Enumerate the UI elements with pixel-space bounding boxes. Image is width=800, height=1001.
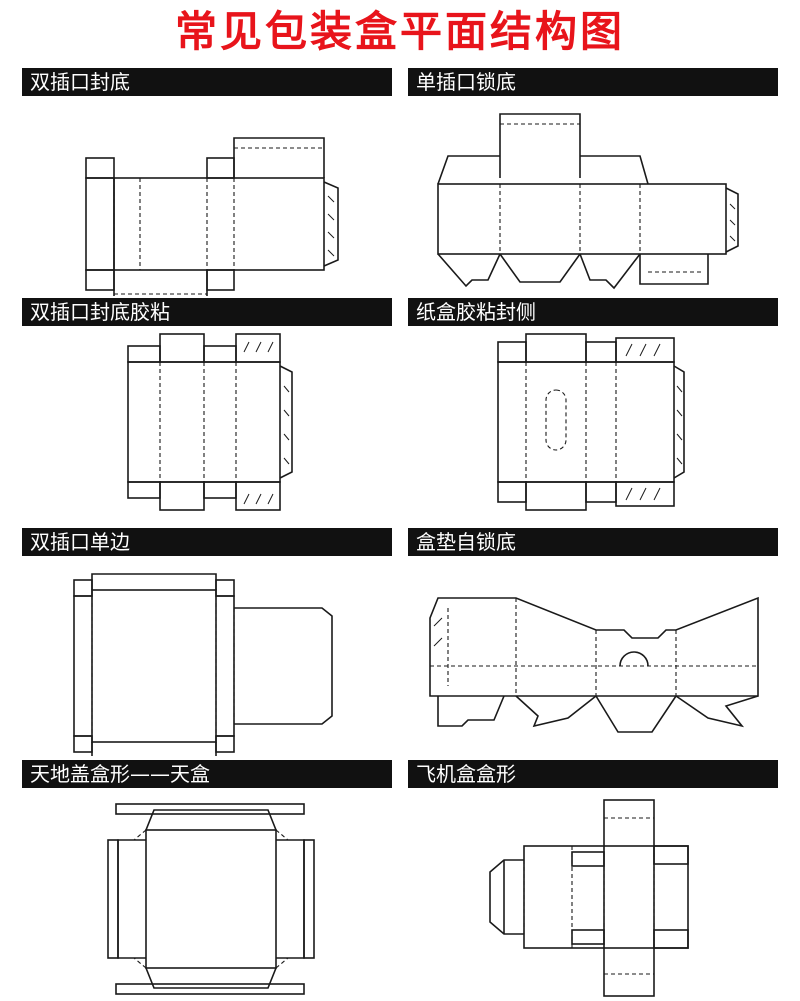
dieline-single-tuck-lock-bottom xyxy=(408,96,778,296)
dieline-drawing xyxy=(429,596,759,733)
dieline-drawing xyxy=(85,137,339,296)
dieline-drawing xyxy=(497,333,685,511)
dieline-drawing xyxy=(127,333,293,511)
dieline-pad-auto-lock-bottom xyxy=(408,556,778,756)
panel-double-tuck-single-side: 双插口单边 xyxy=(22,528,392,758)
dieline-mailer-box xyxy=(408,788,778,1001)
dieline-drawing xyxy=(73,573,333,756)
panel-lid-box-top: 天地盖盒形——天盒 xyxy=(22,760,392,995)
panel-header: 纸盒胶粘封侧 xyxy=(408,298,778,326)
panel-glued-side-carton: 纸盒胶粘封侧 xyxy=(408,298,778,528)
dieline-drawing xyxy=(107,803,315,995)
panel-header: 天地盖盒形——天盒 xyxy=(22,760,392,788)
dieline-double-tuck-end xyxy=(22,96,392,296)
panel-double-tuck-end: 双插口封底 xyxy=(22,68,392,298)
panel-header: 单插口锁底 xyxy=(408,68,778,96)
dieline-drawing xyxy=(489,799,689,997)
panel-header: 双插口封底胶粘 xyxy=(22,298,392,326)
panel-header: 双插口封底 xyxy=(22,68,392,96)
panel-header: 飞机盒盒形 xyxy=(408,760,778,788)
dieline-lid-box-top xyxy=(22,788,392,1001)
dieline-double-tuck-single-side xyxy=(22,556,392,756)
panel-single-tuck-lock-bottom: 单插口锁底 xyxy=(408,68,778,298)
panel-pad-auto-lock-bottom: 盒垫自锁底 xyxy=(408,528,778,758)
dieline-drawing xyxy=(437,113,739,290)
dieline-glued-side-carton xyxy=(408,326,778,526)
panel-double-tuck-glued-bottom: 双插口封底胶粘 xyxy=(22,298,392,528)
dieline-double-tuck-glued-bottom xyxy=(22,326,392,526)
panel-mailer-box: 飞机盒盒形 xyxy=(408,760,778,997)
panel-header: 双插口单边 xyxy=(22,528,392,556)
panel-header: 盒垫自锁底 xyxy=(408,528,778,556)
page-title: 常见包装盒平面结构图 xyxy=(174,7,625,56)
